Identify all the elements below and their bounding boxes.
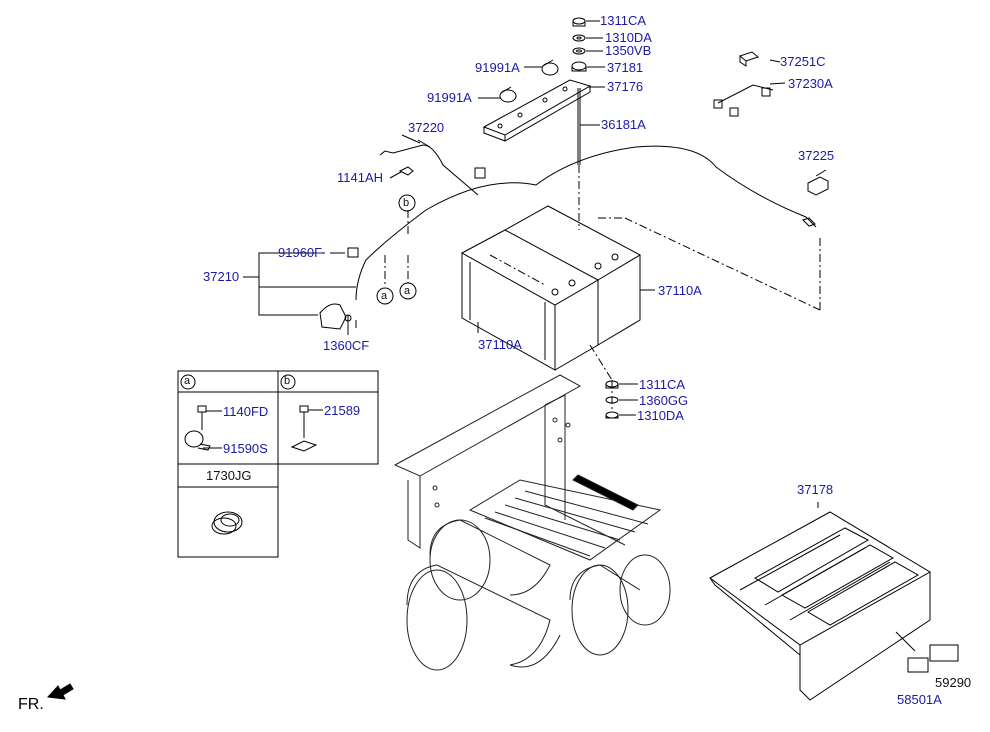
battery-hold-bracket (478, 59, 605, 142)
callout-b: b (403, 197, 410, 209)
label-1141ah: 1141AH (337, 170, 384, 185)
front-direction-label: FR. (18, 696, 44, 713)
label-37110a-left: 37110A (478, 337, 522, 352)
label-37220: 37220 (408, 120, 445, 135)
label-36181a: 36181A (601, 117, 646, 132)
label-37178: 37178 (797, 482, 834, 497)
table-cell-b-title: b (284, 375, 291, 387)
fuel-tanks (406, 519, 671, 671)
battery-right (504, 205, 655, 346)
frame-tray (393, 374, 662, 561)
label-1310da-top: 1310DA (605, 30, 652, 45)
label-1311ca-top: 1311CA (600, 13, 647, 28)
label-37181: 37181 (607, 60, 644, 75)
bottom-hardware-stack (605, 380, 638, 419)
label-21589: 21589 (324, 403, 361, 418)
front-arrow-icon (46, 683, 74, 700)
label-37210: 37210 (203, 269, 240, 284)
label-58501a: 58501A (897, 692, 942, 707)
callout-a-2: a (404, 285, 411, 297)
leader-lines (355, 165, 821, 410)
reference-table (177, 370, 379, 558)
label-37225: 37225 (798, 148, 835, 163)
label-59290: 59290 (935, 675, 972, 690)
label-1360gg: 1360GG (639, 393, 689, 408)
label-1360cf: 1360CF (323, 338, 370, 353)
label-1350vb: 1350VB (605, 43, 652, 58)
hold-rod (577, 88, 600, 165)
battery-cover (709, 502, 959, 701)
label-37110a-right: 37110A (658, 283, 702, 298)
label-37251c: 37251C (780, 54, 826, 69)
label-37176: 37176 (607, 79, 644, 94)
harness-37230a (713, 51, 829, 196)
callout-a-1: a (381, 290, 388, 302)
label-1311ca-bot: 1311CA (639, 377, 686, 392)
label-91590s: 91590S (223, 441, 268, 456)
cable-37220 (379, 139, 486, 196)
label-91991a-2: 91991A (427, 90, 472, 105)
label-1310da-bot: 1310DA (637, 408, 684, 423)
cable-37210 (319, 145, 817, 330)
label-1730jg: 1730JG (206, 468, 252, 483)
label-leaders (243, 134, 479, 335)
label-37230a: 37230A (788, 76, 833, 91)
top-hardware-stack (571, 17, 605, 72)
label-91991a-1: 91991A (475, 60, 520, 75)
label-91960f: 91960F (278, 245, 323, 260)
table-cell-a-title: a (184, 375, 191, 387)
label-1140fd: 1140FD (223, 404, 269, 419)
